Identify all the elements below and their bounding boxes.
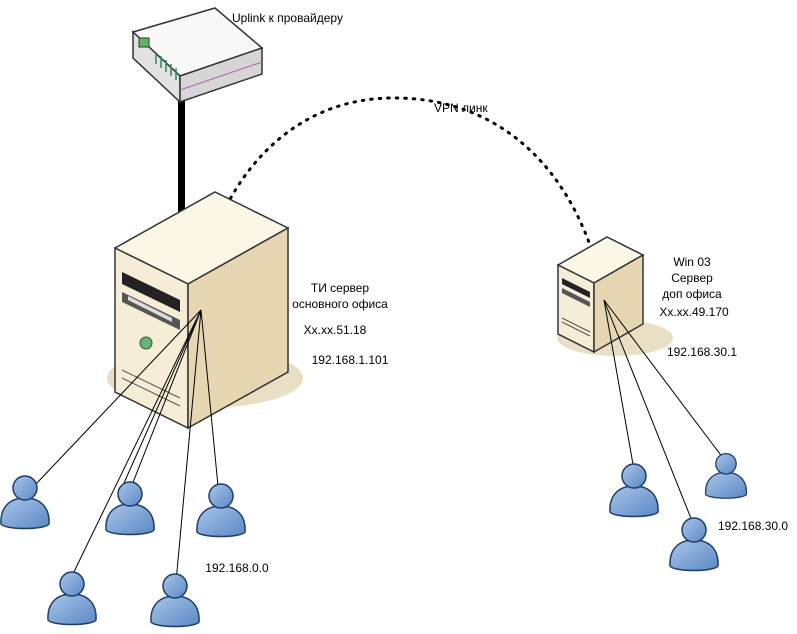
branch-server-lan-ip: 192.168.30.1 (667, 345, 737, 359)
main-server-name-line2: основного офиса (292, 297, 388, 311)
tower-server-icon (556, 236, 645, 354)
branch-lan-links (603, 299, 727, 527)
uplink-cable (178, 96, 185, 214)
user-icon (196, 483, 246, 538)
user-icon (105, 481, 155, 536)
branch-server-name-line3: доп офиса (662, 287, 722, 301)
branch-server-public-ip: Xx.xx.49.170 (659, 305, 729, 319)
vpn-link (198, 96, 607, 314)
user-icon (150, 573, 200, 628)
main-server-lan-ip: 192.168.1.101 (312, 353, 389, 367)
tower-server-icon (113, 191, 290, 430)
main-server-public-ip: Xx.xx.51.18 (304, 323, 367, 337)
user-icon (0, 475, 50, 530)
main-lan-links (35, 309, 219, 583)
main-network-label: 192.168.0.0 (205, 561, 269, 575)
branch-network-label: 192.168.30.0 (718, 519, 788, 533)
user-icon (47, 571, 97, 626)
main-server-name-line1: ТИ сервер (311, 281, 370, 295)
user-icon (704, 452, 748, 499)
network-router-icon (131, 7, 264, 104)
vpn-label: VPN линк (434, 101, 488, 115)
uplink-label: Uplink к провайдеру (232, 11, 343, 25)
branch-server-name-line1: Win 03 (673, 255, 711, 269)
branch-server-name-line2: Сервер (671, 271, 713, 285)
user-icon (669, 517, 719, 572)
user-icon (609, 463, 659, 518)
